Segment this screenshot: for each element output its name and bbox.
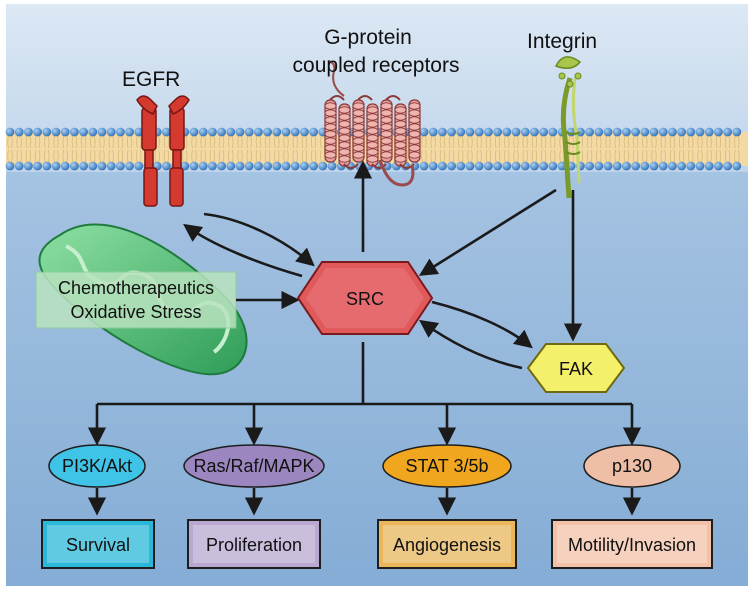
outcome-label: Motility/Invasion	[568, 535, 696, 555]
outcome-label: Proliferation	[206, 535, 302, 555]
arrow-src-to-fak	[431, 300, 533, 349]
outcome-box-bevel	[383, 525, 511, 563]
mediator-label: p130	[612, 456, 652, 476]
gpcr-label-line2: coupled receptors	[293, 54, 460, 77]
mediator-label: PI3K/Akt	[62, 456, 132, 476]
fak-node: FAK	[526, 343, 626, 393]
src-label: SRC	[346, 289, 384, 309]
oxidative-stress-label: Oxidative Stress	[70, 302, 201, 322]
arrow-src-to-egfr	[183, 223, 303, 278]
integrin-label: Integrin	[527, 30, 597, 53]
mediator-ellipse	[583, 444, 681, 488]
mediator-ellipse	[382, 444, 512, 488]
src-node: SRC	[296, 261, 434, 335]
arrow-integrin-to-src	[418, 188, 557, 276]
stress-label-box	[35, 271, 237, 329]
mediator-label: Ras/Raf/MAPK	[193, 456, 314, 476]
arrow-egfr-to-src	[203, 212, 315, 267]
outcome-box-bevel	[47, 525, 149, 563]
egfr-receptor	[136, 95, 190, 207]
egfr-label: EGFR	[122, 68, 180, 91]
mediator-ellipse	[183, 444, 325, 488]
outcome-box-bevel	[193, 525, 315, 563]
outcome-label: Survival	[66, 535, 130, 555]
gpcr-label-line1: G-protein	[324, 26, 412, 49]
pathway-item: Ras/Raf/MAPK Proliferation	[183, 444, 325, 569]
mediator-ellipse	[48, 444, 146, 488]
signaling-arrows	[87, 160, 642, 516]
chemotherapeutics-label: Chemotherapeutics	[58, 278, 214, 298]
gpcr-receptor	[324, 60, 421, 187]
outcome-box	[377, 519, 517, 569]
outcome-box	[41, 519, 155, 569]
fak-label: FAK	[559, 359, 593, 379]
outcome-box	[551, 519, 713, 569]
outcome-box-bevel	[557, 525, 707, 563]
arrow-fak-to-src	[419, 319, 523, 370]
mediator-label: STAT 3/5b	[405, 456, 488, 476]
integrin-receptor	[554, 56, 582, 199]
outcome-box	[187, 519, 321, 569]
outcome-label: Angiogenesis	[393, 535, 501, 555]
